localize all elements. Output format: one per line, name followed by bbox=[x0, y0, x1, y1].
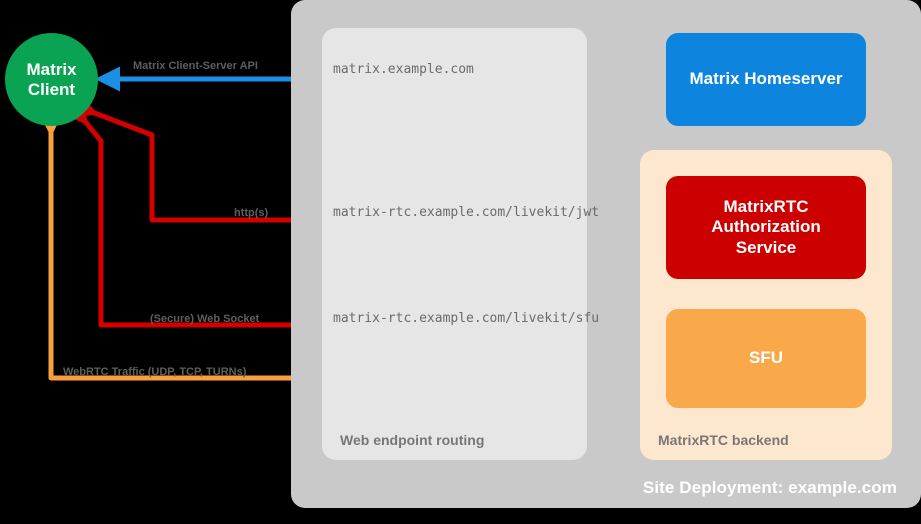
web-endpoint-routing-label: Web endpoint routing bbox=[340, 432, 485, 448]
sfu-label: SFU bbox=[749, 348, 783, 368]
matrix-client-label-line1: Matrix bbox=[26, 59, 77, 79]
auth-service-label-line2: Authorization bbox=[711, 217, 821, 237]
edge-label-matrix-client-server-api: Matrix Client-Server API bbox=[133, 60, 258, 72]
edge-label-webrtc-traffic: WebRTC Traffic (UDP, TCP, TURNs) bbox=[63, 366, 247, 378]
node-sfu[interactable]: SFU bbox=[666, 309, 866, 408]
web-endpoint-routing-container: Web endpoint routing bbox=[322, 28, 587, 460]
matrix-client-label-line2: Client bbox=[27, 79, 76, 99]
matrix-homeserver-label: Matrix Homeserver bbox=[689, 69, 843, 89]
endpoint-label-matrix-example-com: matrix.example.com bbox=[333, 62, 474, 77]
auth-service-label-line1: MatrixRTC bbox=[723, 197, 809, 217]
site-deployment-label: Site Deployment: example.com bbox=[642, 478, 897, 497]
node-matrix-client[interactable]: Matrix Client bbox=[5, 33, 98, 126]
matrixrtc-backend-label: MatrixRTC backend bbox=[658, 432, 789, 448]
edge-label-secure-web-socket: (Secure) Web Socket bbox=[150, 313, 260, 325]
edge-label-http-s: http(s) bbox=[234, 207, 269, 219]
endpoint-label-livekit-sfu: matrix-rtc.example.com/livekit/sfu bbox=[333, 311, 600, 326]
auth-service-label-line3: Service bbox=[735, 237, 797, 257]
node-matrix-homeserver[interactable]: Matrix Homeserver bbox=[666, 33, 866, 126]
endpoint-label-livekit-jwt: matrix-rtc.example.com/livekit/jwt bbox=[333, 205, 600, 220]
node-matrixrtc-authorization-service[interactable]: MatrixRTC Authorization Service bbox=[666, 176, 866, 279]
